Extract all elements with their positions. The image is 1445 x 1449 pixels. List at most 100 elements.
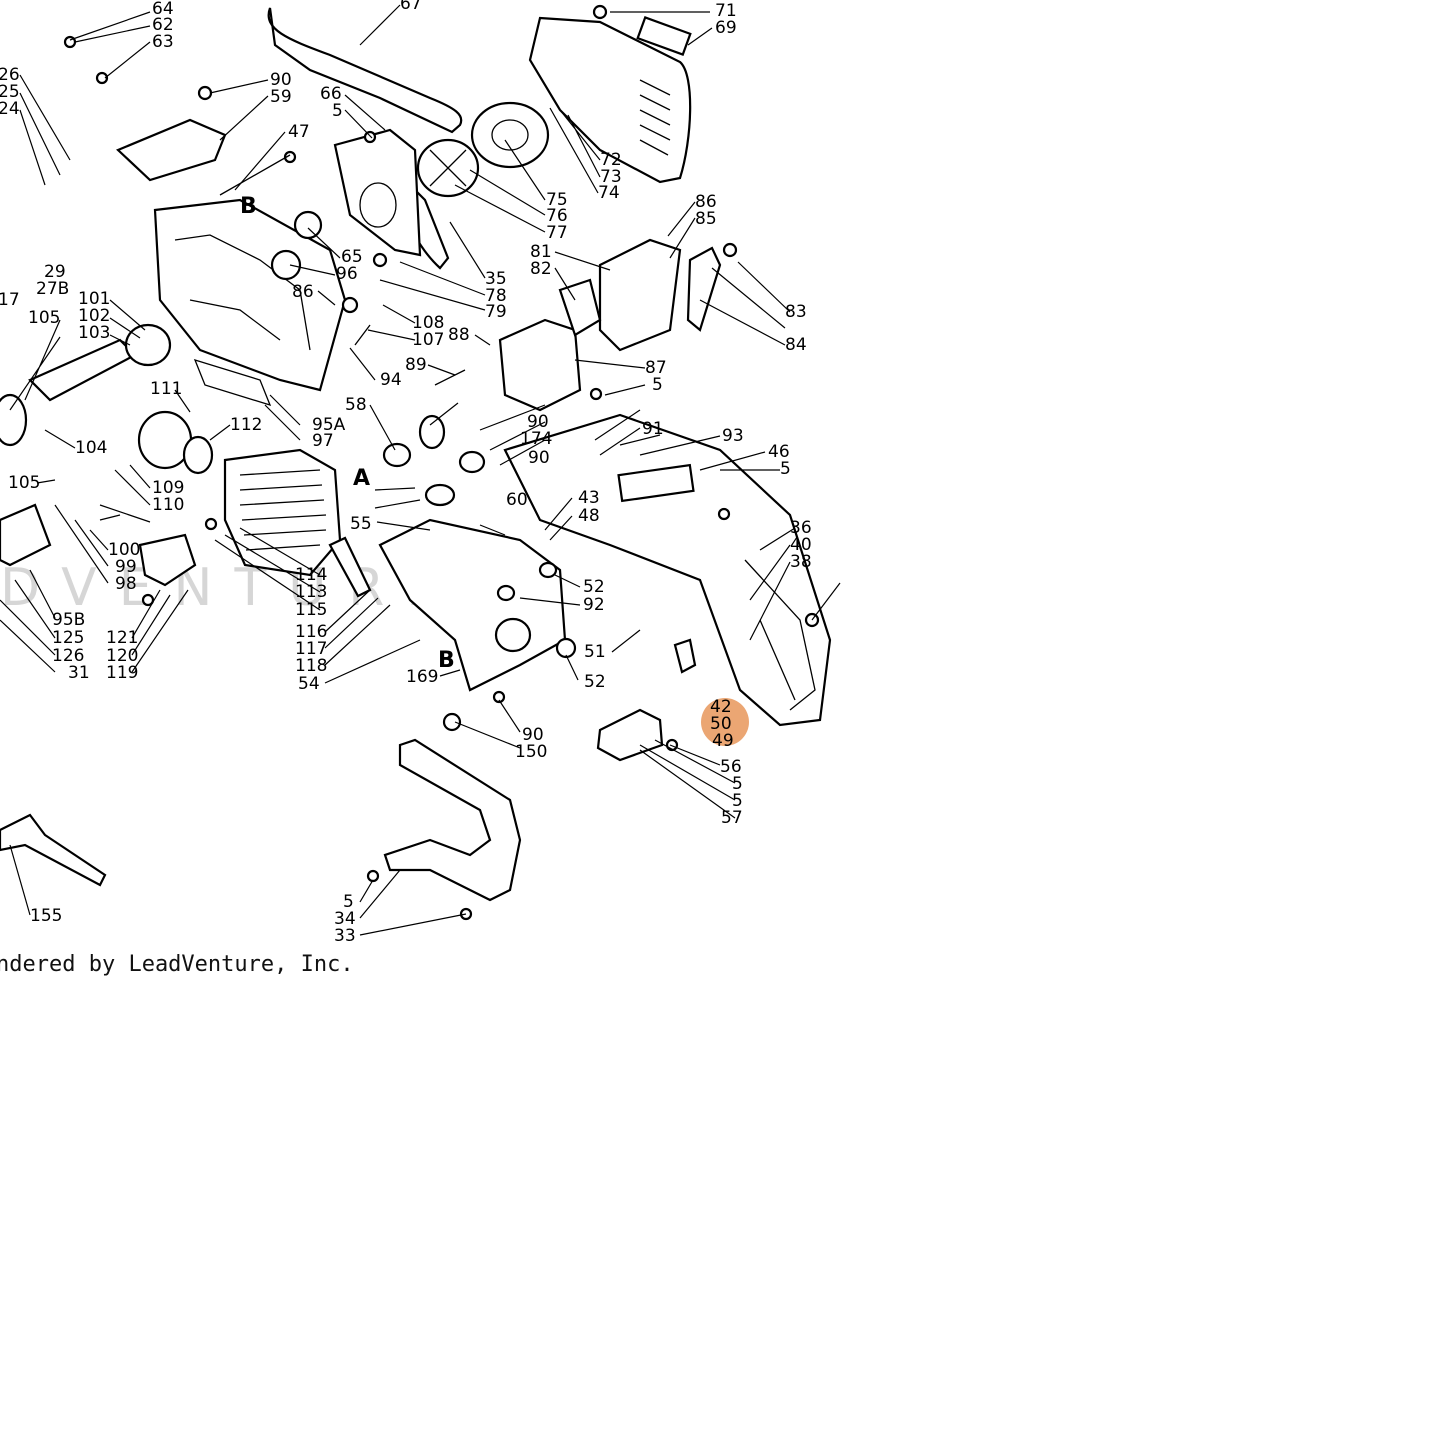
callout-label[interactable]: 116 (295, 622, 327, 642)
highlight-marker[interactable] (701, 698, 749, 746)
callout-label[interactable]: 96 (336, 264, 358, 284)
callout-label[interactable]: 34 (334, 909, 356, 929)
callout-label[interactable]: 72 (600, 150, 622, 170)
callout-label[interactable]: 67 (400, 0, 422, 14)
callout-label[interactable]: 52 (584, 672, 606, 692)
callout-label[interactable]: 5 (343, 892, 354, 912)
callout-label[interactable]: 92 (583, 595, 605, 615)
callout-label[interactable]: 49 (712, 731, 734, 751)
callout-label[interactable]: 76 (546, 206, 568, 226)
callout-label[interactable]: 63 (152, 32, 174, 52)
callout-label[interactable]: 126 (52, 646, 84, 666)
callout-label[interactable]: 113 (295, 582, 327, 602)
callout-label[interactable]: 78 (485, 286, 507, 306)
callout-label[interactable]: 174 (520, 429, 552, 449)
callout-label[interactable]: 5 (732, 791, 743, 811)
callout-label[interactable]: 27B (36, 279, 69, 299)
callout-label[interactable]: 79 (485, 302, 507, 322)
callout-label[interactable]: 112 (230, 415, 262, 435)
callout-label[interactable]: 51 (584, 642, 606, 662)
callout-label[interactable]: 40 (790, 535, 812, 555)
callout-label[interactable]: 120 (106, 646, 138, 666)
callout-label[interactable]: 36 (790, 518, 812, 538)
callout-label[interactable]: 121 (106, 628, 138, 648)
callout-label[interactable]: 103 (78, 323, 110, 343)
callout-label[interactable]: 58 (345, 395, 367, 415)
callout-label[interactable]: 86 (695, 192, 717, 212)
callout-label[interactable]: 26 (0, 65, 20, 85)
callout-label[interactable]: 54 (298, 674, 320, 694)
callout-label[interactable]: 50 (710, 714, 732, 734)
callout-label[interactable]: 64 (152, 0, 174, 19)
callout-label[interactable]: 66 (320, 84, 342, 104)
callout-label[interactable]: 109 (152, 478, 184, 498)
callout-label[interactable]: 43 (578, 488, 600, 508)
callout-label[interactable]: 74 (598, 183, 620, 203)
callout-label[interactable]: 117 (295, 639, 327, 659)
callout-label[interactable]: 82 (530, 259, 552, 279)
callout-label[interactable]: 65 (341, 247, 363, 267)
callout-label[interactable]: 95A (312, 415, 346, 435)
callout-label[interactable]: 118 (295, 656, 327, 676)
callout-label[interactable]: 111 (150, 379, 182, 399)
callout-label[interactable]: 108 (412, 313, 444, 333)
callout-label[interactable]: 97 (312, 431, 334, 451)
callout-label[interactable]: 24 (0, 99, 20, 119)
callout-label[interactable]: 81 (530, 242, 552, 262)
callout-label[interactable]: 56 (720, 757, 742, 777)
callout-label[interactable]: 29 (44, 262, 66, 282)
callout-label[interactable]: 47 (288, 122, 310, 142)
callout-label[interactable]: 88 (448, 325, 470, 345)
callout-label[interactable]: 104 (75, 438, 107, 458)
callout-label[interactable]: 115 (295, 600, 327, 620)
callout-label[interactable]: 77 (546, 223, 568, 243)
callout-label[interactable]: 87 (645, 358, 667, 378)
callout-label[interactable]: 57 (721, 808, 743, 828)
callout-label[interactable]: 83 (785, 302, 807, 322)
callout-label[interactable]: 73 (600, 167, 622, 187)
callout-label[interactable]: 5 (332, 101, 343, 121)
callout-label[interactable]: 119 (106, 663, 138, 683)
callout-label[interactable]: 5 (780, 459, 791, 479)
callout-label[interactable]: 150 (515, 742, 547, 762)
callout-label[interactable]: 98 (115, 574, 137, 594)
callout-label[interactable]: 48 (578, 506, 600, 526)
callout-label[interactable]: 93 (722, 426, 744, 446)
callout-label[interactable]: 90 (527, 412, 549, 432)
callout-label[interactable]: 46 (768, 442, 790, 462)
callout-label[interactable]: 31 (68, 663, 90, 683)
callout-label[interactable]: 125 (52, 628, 84, 648)
callout-label[interactable]: 85 (695, 209, 717, 229)
callout-label[interactable]: 84 (785, 335, 807, 355)
callout-label[interactable]: 107 (412, 330, 444, 350)
callout-label[interactable]: 95B (52, 610, 85, 630)
callout-label[interactable]: 38 (790, 552, 812, 572)
callout-label[interactable]: 105 (28, 308, 60, 328)
callout-label[interactable]: 5 (732, 774, 743, 794)
callout-label[interactable]: 42 (710, 697, 732, 717)
callout-label[interactable]: 90 (270, 70, 292, 90)
callout-label[interactable]: 89 (405, 355, 427, 375)
callout-label[interactable]: 90 (522, 725, 544, 745)
callout-label[interactable]: 94 (380, 370, 402, 390)
callout-label[interactable]: 25 (0, 82, 20, 102)
callout-label[interactable]: 102 (78, 306, 110, 326)
callout-label[interactable]: 17 (0, 290, 20, 310)
callout-label[interactable]: 169 (406, 667, 438, 687)
callout-label[interactable]: 35 (485, 269, 507, 289)
callout-label[interactable]: 155 (30, 906, 62, 926)
callout-label[interactable]: 55 (350, 514, 372, 534)
callout-label[interactable]: 105 (8, 473, 40, 493)
callout-label[interactable]: 110 (152, 495, 184, 515)
callout-label[interactable]: 69 (715, 18, 737, 38)
callout-label[interactable]: 91 (642, 419, 664, 439)
callout-label[interactable]: 59 (270, 87, 292, 107)
callout-label[interactable]: 60 (506, 490, 528, 510)
callout-label[interactable]: 5 (652, 375, 663, 395)
callout-label[interactable]: 100 (108, 540, 140, 560)
callout-label[interactable]: 90 (528, 448, 550, 468)
callout-label[interactable]: 75 (546, 190, 568, 210)
callout-label[interactable]: 99 (115, 557, 137, 577)
callout-label[interactable]: 114 (295, 565, 327, 585)
callout-label[interactable]: 52 (583, 577, 605, 597)
